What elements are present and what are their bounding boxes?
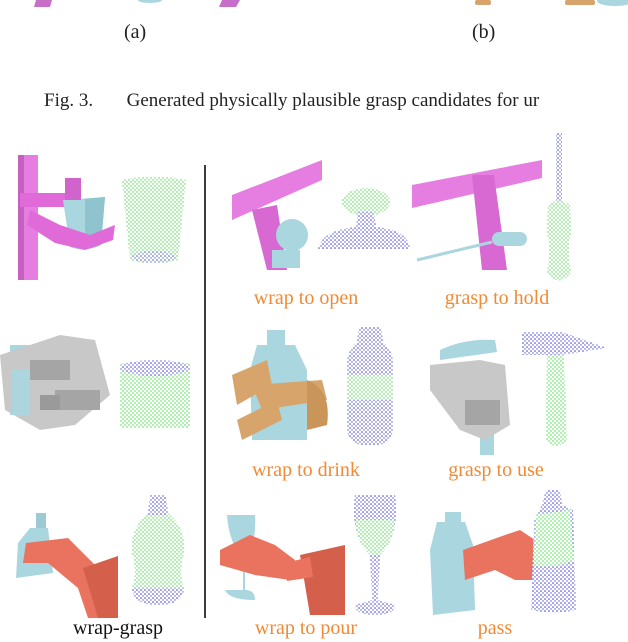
top-strip-figure-a: [34, 0, 240, 7]
top-strip-figure-b: [475, 0, 628, 6]
hammer-grasp-render: [430, 339, 510, 455]
label-wrap-grasp: wrap-grasp: [73, 617, 163, 639]
water-bottle-pointcloud: [346, 327, 394, 446]
figure-caption: Fig. 3. Generated physically plausible g…: [44, 90, 539, 112]
cylinder-grasp-render: [0, 335, 110, 430]
bottle-grasp-render: [16, 513, 118, 618]
water-bottle-grasp-render: [232, 330, 328, 440]
subfigure-label-b: (b): [472, 21, 496, 43]
screwdriver-grasp-render: [412, 160, 542, 270]
knob-grasp-render: [232, 160, 322, 270]
label-grasp-to-use: grasp to use: [448, 459, 544, 481]
cup-pointcloud: [122, 176, 186, 264]
detergent-bottle-pointcloud: [531, 490, 576, 613]
label-wrap-to-drink: wrap to drink: [252, 459, 360, 481]
subfigure-label-a: (a): [124, 21, 147, 43]
screwdriver-pointcloud: [547, 133, 571, 281]
label-wrap-to-pour: wrap to pour: [254, 617, 358, 639]
caption-text: Generated physically plausible grasp can…: [126, 90, 540, 111]
knob-pointcloud: [318, 188, 410, 249]
label-wrap-to-open: wrap to open: [253, 287, 359, 309]
label-pass: pass: [477, 617, 513, 639]
wine-glass-grasp-render: [220, 515, 345, 615]
cup-grasp-render: [18, 155, 115, 280]
cylinder-pointcloud: [120, 360, 190, 428]
bottle-pointcloud: [131, 495, 185, 605]
hammer-pointcloud: [522, 332, 607, 446]
caption-label: Fig. 3.: [44, 90, 94, 111]
label-grasp-to-hold: grasp to hold: [444, 287, 550, 309]
wine-glass-pointcloud: [354, 495, 396, 615]
column-divider: [204, 165, 206, 618]
detergent-bottle-grasp-render: [430, 512, 535, 615]
